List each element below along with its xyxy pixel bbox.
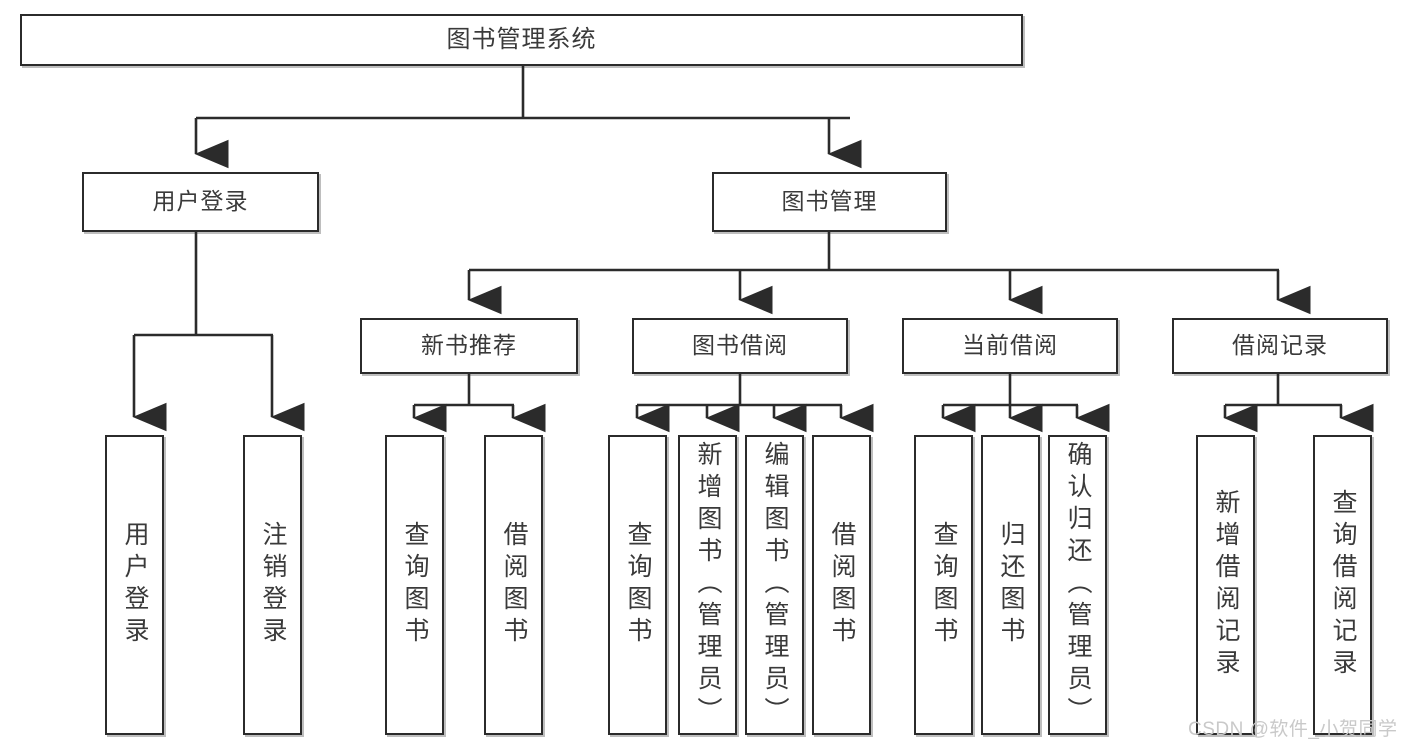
node-label: 图书借阅	[692, 332, 788, 359]
node-label: 图书管理系统	[446, 25, 597, 53]
node-book-management[interactable]: 图书管理	[712, 172, 947, 232]
node-label: 注销登录	[259, 521, 287, 649]
node-label: 查询图书	[401, 521, 429, 649]
node-label: 图书管理	[781, 188, 878, 215]
node-label: 确认归还（管理员）	[1064, 441, 1092, 729]
leaf-user-login-signout[interactable]: 注销登录	[243, 435, 302, 735]
leaf-user-login-signin[interactable]: 用户登录	[105, 435, 164, 735]
node-label: 查询图书	[624, 521, 652, 649]
node-borrow-record[interactable]: 借阅记录	[1172, 318, 1388, 374]
node-current-borrow[interactable]: 当前借阅	[902, 318, 1118, 374]
leaf-record-query-record[interactable]: 查询借阅记录	[1313, 435, 1372, 735]
csdn-watermark: CSDN @软件_小贺同学	[1188, 719, 1398, 740]
node-label: 借阅记录	[1232, 332, 1328, 359]
leaf-borrow-edit-book-admin[interactable]: 编辑图书（管理员）	[745, 435, 804, 735]
leaf-borrow-query-book[interactable]: 查询图书	[608, 435, 667, 735]
node-label: 归还图书	[997, 521, 1025, 649]
node-label: 查询图书	[930, 521, 958, 649]
node-label: 编辑图书（管理员）	[761, 441, 789, 729]
node-system-root[interactable]: 图书管理系统	[20, 14, 1023, 66]
node-new-book-recommend[interactable]: 新书推荐	[360, 318, 578, 374]
leaf-current-confirm-return-admin[interactable]: 确认归还（管理员）	[1048, 435, 1107, 735]
leaf-recommend-query-book[interactable]: 查询图书	[385, 435, 444, 735]
node-label: 新书推荐	[421, 332, 517, 359]
leaf-current-query-book[interactable]: 查询图书	[914, 435, 973, 735]
node-book-borrow[interactable]: 图书借阅	[632, 318, 848, 374]
leaf-record-add-record[interactable]: 新增借阅记录	[1196, 435, 1255, 735]
node-label: 用户登录	[121, 521, 149, 649]
node-label: 借阅图书	[500, 521, 528, 649]
node-user-login[interactable]: 用户登录	[82, 172, 319, 232]
leaf-borrow-add-book-admin[interactable]: 新增图书（管理员）	[678, 435, 737, 735]
leaf-borrow-borrow-book[interactable]: 借阅图书	[812, 435, 871, 735]
node-label: 新增图书（管理员）	[694, 441, 722, 729]
node-label: 新增借阅记录	[1212, 489, 1240, 681]
node-label: 查询借阅记录	[1329, 489, 1357, 681]
node-label: 用户登录	[152, 188, 249, 215]
leaf-recommend-borrow-book[interactable]: 借阅图书	[484, 435, 543, 735]
node-label: 当前借阅	[962, 332, 1058, 359]
node-label: 借阅图书	[828, 521, 856, 649]
leaf-current-return-book[interactable]: 归还图书	[981, 435, 1040, 735]
